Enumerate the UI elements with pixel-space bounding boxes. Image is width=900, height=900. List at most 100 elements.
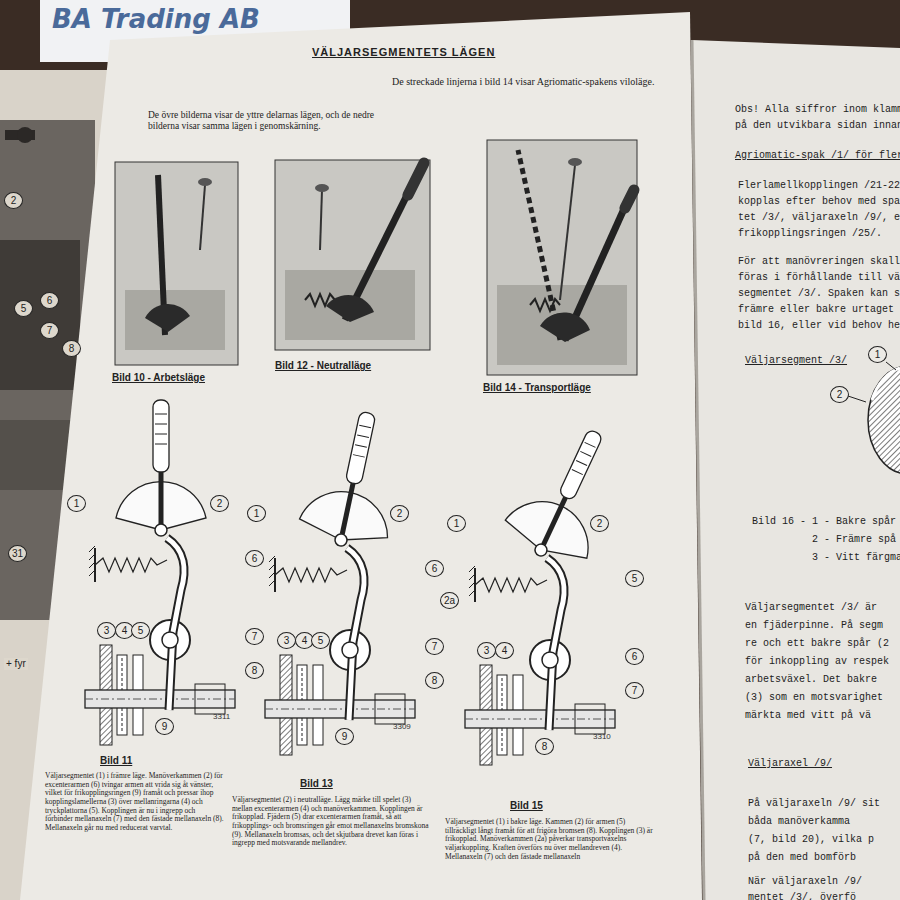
header-text: BA Trading AB <box>52 4 260 35</box>
figure-caption: Bild 16 - 1 - Bakre spår <box>752 516 896 528</box>
callout-number: 1 <box>447 515 466 532</box>
callout-number: 8 <box>535 738 554 755</box>
callout-number: 9 <box>155 718 174 735</box>
drawing-use <box>498 413 637 574</box>
page-text: + fyr <box>4 658 28 670</box>
page-text: Flerlamellkopplingen /21-22/ <box>738 180 900 192</box>
callout-number: 2 <box>390 505 409 522</box>
drawing-ellipse <box>315 184 329 192</box>
drawing-line <box>200 185 205 250</box>
figure-caption: Bild 13 <box>300 778 333 790</box>
page-text: på den med bomförb <box>748 852 856 864</box>
callout-number: 2a <box>440 592 459 609</box>
callout-number: 4 <box>495 642 514 659</box>
figure-text: Väljarsegmentet (1) i bakre läge. Kammen… <box>445 818 655 861</box>
page-text: (3) som en motsvarighet <box>745 692 883 704</box>
page-text: föras i förhållande till väljar <box>738 272 900 284</box>
drawing-path <box>326 295 374 322</box>
drawing-use <box>85 538 235 745</box>
drawing-g <box>498 413 637 574</box>
page-text: båda manöverkamma <box>748 816 850 828</box>
page-text: På väljaraxeln /9/ sit <box>748 798 880 810</box>
drawing-use <box>116 400 206 536</box>
figure-caption: Bild 12 - Neutralläge <box>275 360 371 372</box>
callout-number: 2 <box>590 515 609 532</box>
figure-caption: Bild 11 <box>100 755 132 767</box>
page-text: tet /3/, väljaraxeln /9/, exce <box>738 212 900 224</box>
drawing-line <box>518 150 560 340</box>
callout-number: 2 <box>210 495 229 512</box>
callout-number: 7 <box>625 682 644 699</box>
drawing-rect <box>285 270 415 340</box>
drawing-g <box>85 400 235 745</box>
drawing-polygon <box>692 40 900 900</box>
drawing-path <box>145 304 190 332</box>
drawing-rect <box>115 162 238 365</box>
callout-number: 5 <box>14 300 33 317</box>
callout-number: 6 <box>425 560 444 577</box>
callout-number: 1 <box>247 505 266 522</box>
page-text: kopplas efter behov med spake <box>738 196 900 208</box>
drawing-line <box>560 165 575 300</box>
callout-number: 5 <box>131 622 150 639</box>
section-heading: Väljaraxel /9/ <box>748 758 832 770</box>
callout-number: 7 <box>425 638 444 655</box>
page-text: mentet /3/, överfö <box>748 892 856 900</box>
callout-number: 6 <box>625 648 644 665</box>
drawing-ellipse <box>868 366 900 474</box>
drawing-rect <box>0 240 80 390</box>
page-text: re och ett bakre spår (2 <box>745 638 889 650</box>
drawing-g <box>265 403 415 755</box>
callout-number: 6 <box>40 292 59 309</box>
drawing-path <box>872 368 900 400</box>
callout-number: 9 <box>335 728 354 745</box>
drawing-number: 3309 <box>393 722 411 732</box>
callout-number: 1 <box>868 346 887 363</box>
callout-number: 2 <box>830 386 849 403</box>
figure-text: Väljarsegmentet (1) i främre läge. Manöv… <box>45 772 225 832</box>
drawing-polygon <box>20 12 702 900</box>
drawing-g <box>296 403 412 555</box>
drawing-polyline <box>530 299 560 311</box>
drawing-rect <box>275 160 430 350</box>
page-text: (7, bild 20), vilka p <box>748 834 874 846</box>
callout-number: 7 <box>40 322 59 339</box>
drawing-use <box>465 558 615 765</box>
page-text: Väljarsegmentet /3/ är <box>745 602 877 614</box>
section-heading: Agriomatic-spak /1/ för flerla <box>735 150 900 162</box>
drawing-use <box>265 548 415 755</box>
callout-number: 3 <box>97 622 116 639</box>
drawing-circle <box>17 127 33 143</box>
callout-number: 7 <box>245 628 264 645</box>
page-text: bild 16, eller vid behov helt <box>738 320 900 332</box>
callout-number: 3 <box>277 632 296 649</box>
callout-number: 3 <box>477 642 496 659</box>
figure-caption: Bild 14 - Transportläge <box>483 382 591 394</box>
page-text: När väljaraxeln /9/ <box>748 876 862 888</box>
page-text: frikopplingsringen /25/. <box>738 228 882 240</box>
figure-caption: 3 - Vitt färgma <box>812 552 900 564</box>
drawing-line <box>848 396 866 402</box>
page-text: på den utvikbara sidan innanför <box>735 120 900 132</box>
drawing-use <box>296 403 412 555</box>
drawing-g <box>465 413 637 765</box>
callout-number: 31 <box>8 545 27 562</box>
callout-number: 8 <box>245 662 264 679</box>
callout-number: 8 <box>425 672 444 689</box>
callout-number: 5 <box>625 570 644 587</box>
callout-number: 5 <box>311 632 330 649</box>
figure-caption: Bild 10 - Arbetsläge <box>112 372 205 384</box>
callout-number: 1 <box>67 495 86 512</box>
callout-number: 2 <box>4 192 23 209</box>
drawing-line <box>320 190 322 250</box>
page-text: en fjäderpinne. På segm <box>745 620 883 632</box>
page-text: Obs! Alla siffror inom klammer <box>735 104 900 116</box>
page-title: VÄLJARSEGMENTETS LÄGEN <box>312 46 495 59</box>
drawing-line <box>408 163 424 195</box>
page-text: segmentet /3/. Spaken kan s <box>738 288 900 300</box>
drawing-path <box>540 312 590 342</box>
intro-text: De övre bilderna visar de yttre delarnas… <box>148 110 398 133</box>
figure-caption: Bild 15 <box>510 800 543 812</box>
intro-text: De streckade linjerna i bild 14 visar Ag… <box>392 76 662 88</box>
